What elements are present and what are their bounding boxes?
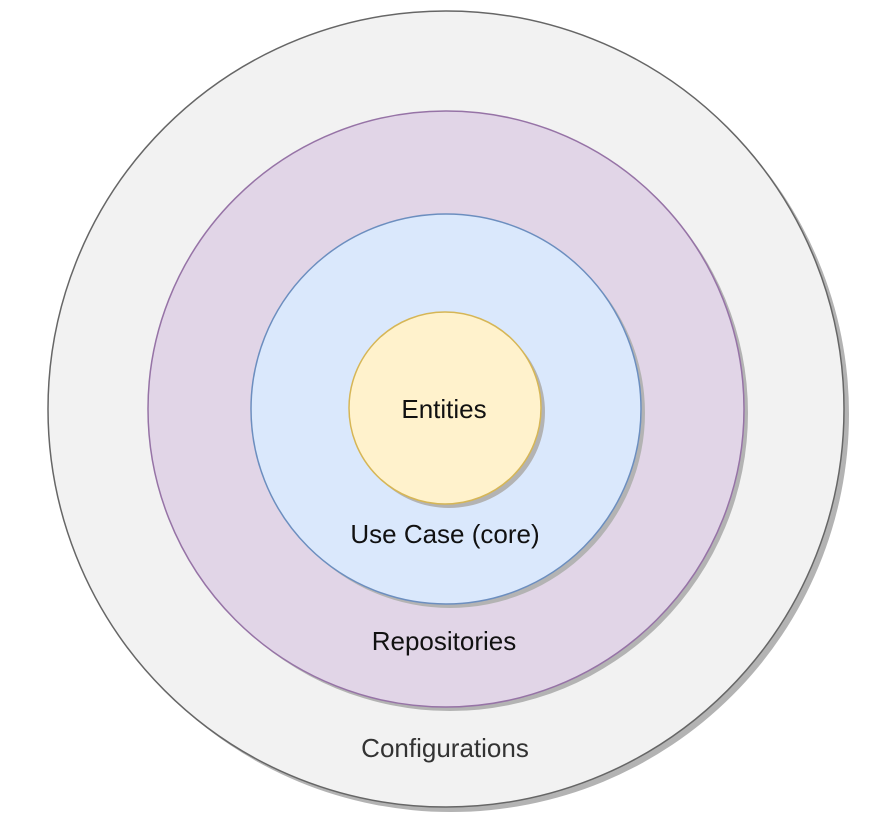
entities-label: Entities: [401, 394, 486, 424]
entities-layer[interactable]: [348, 311, 545, 508]
entities-layer-circle: [348, 311, 542, 505]
repositories-label: Repositories: [372, 626, 517, 656]
use-case-label: Use Case (core): [350, 519, 539, 549]
configurations-label: Configurations: [361, 733, 529, 763]
